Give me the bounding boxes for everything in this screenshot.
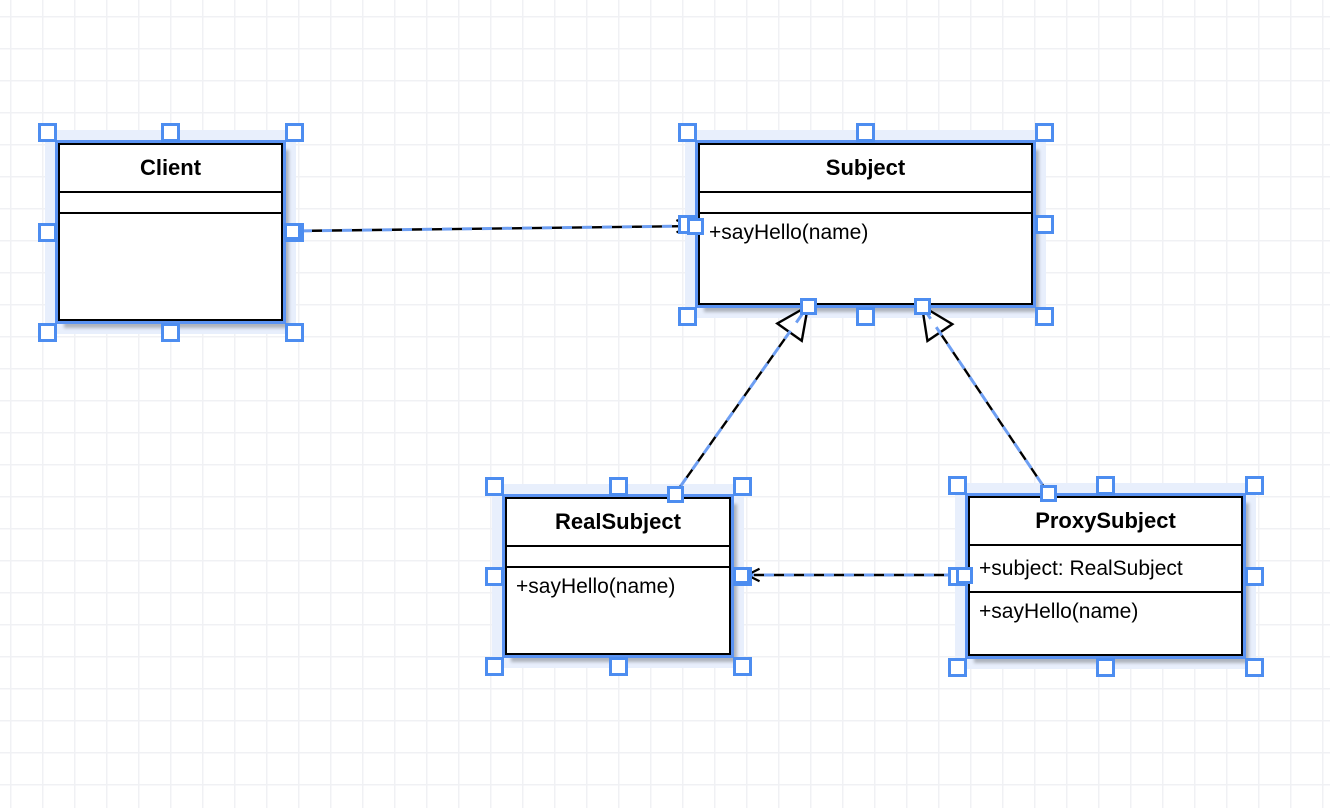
method-label: +sayHello(name)	[516, 575, 676, 598]
methods-section: +sayHello(name)	[700, 214, 1031, 245]
edge-proxysubject-realsubject[interactable]	[741, 567, 964, 583]
resize-handle[interactable]	[1244, 475, 1264, 495]
edge-endpoint-handle[interactable]	[686, 217, 704, 235]
edge-endpoint-handle[interactable]	[913, 297, 931, 315]
class-realsubject[interactable]: RealSubject +sayHello(name)	[505, 497, 731, 655]
resize-handle[interactable]	[37, 122, 57, 142]
attributes-section: +subject: RealSubject	[970, 546, 1241, 593]
method-label: +sayHello(name)	[979, 600, 1139, 623]
resize-handle[interactable]	[677, 122, 697, 142]
resize-handle[interactable]	[1034, 306, 1054, 326]
attributes-section	[60, 193, 281, 214]
resize-handle[interactable]	[947, 475, 967, 495]
resize-handle[interactable]	[161, 322, 180, 342]
edge-endpoint-handle[interactable]	[955, 566, 973, 584]
resize-handle[interactable]	[1096, 475, 1115, 495]
class-subject[interactable]: Subject +sayHello(name)	[698, 143, 1033, 305]
class-proxysubject[interactable]: ProxySubject +subject: RealSubject +sayH…	[968, 496, 1243, 656]
resize-handle[interactable]	[1034, 214, 1054, 234]
method-label: +sayHello(name)	[709, 221, 869, 244]
resize-handle[interactable]	[1244, 566, 1264, 586]
resize-handle[interactable]	[732, 476, 752, 496]
class-title: Client	[60, 145, 281, 193]
class-title: RealSubject	[507, 499, 729, 547]
attributes-section	[507, 547, 729, 568]
edge-endpoint-handle[interactable]	[666, 485, 684, 503]
resize-handle[interactable]	[608, 476, 628, 496]
edge-realsubject-subject[interactable]	[673, 303, 810, 495]
class-title: Subject	[700, 145, 1031, 193]
class-title: ProxySubject	[970, 498, 1241, 546]
attributes-section	[700, 193, 1031, 214]
resize-handle[interactable]	[947, 657, 967, 677]
resize-handle[interactable]	[1034, 122, 1054, 142]
resize-handle[interactable]	[484, 476, 504, 496]
resize-handle[interactable]	[284, 322, 304, 342]
attribute-label: +subject: RealSubject	[979, 556, 1183, 580]
resize-handle[interactable]	[732, 656, 752, 676]
methods-section: +sayHello(name)	[970, 593, 1241, 624]
resize-handle[interactable]	[484, 566, 504, 586]
resize-handle[interactable]	[856, 306, 875, 326]
resize-handle[interactable]	[677, 306, 697, 326]
resize-handle[interactable]	[484, 656, 504, 676]
resize-handle[interactable]	[161, 122, 180, 142]
resize-handle[interactable]	[37, 322, 57, 342]
edge-proxysubject-subject[interactable]	[920, 303, 1050, 494]
resize-handle[interactable]	[1096, 657, 1115, 677]
edge-endpoint-handle[interactable]	[799, 297, 817, 315]
resize-handle[interactable]	[856, 122, 875, 142]
edge-client-subject[interactable]	[291, 219, 696, 234]
methods-section: +sayHello(name)	[507, 568, 729, 599]
edge-endpoint-handle[interactable]	[283, 222, 301, 240]
edge-endpoint-handle[interactable]	[1039, 484, 1057, 502]
resize-handle[interactable]	[284, 122, 304, 142]
resize-handle[interactable]	[37, 222, 57, 242]
edge-endpoint-handle[interactable]	[732, 566, 750, 584]
resize-handle[interactable]	[608, 656, 628, 676]
class-client[interactable]: Client	[58, 143, 283, 321]
resize-handle[interactable]	[1244, 657, 1264, 677]
